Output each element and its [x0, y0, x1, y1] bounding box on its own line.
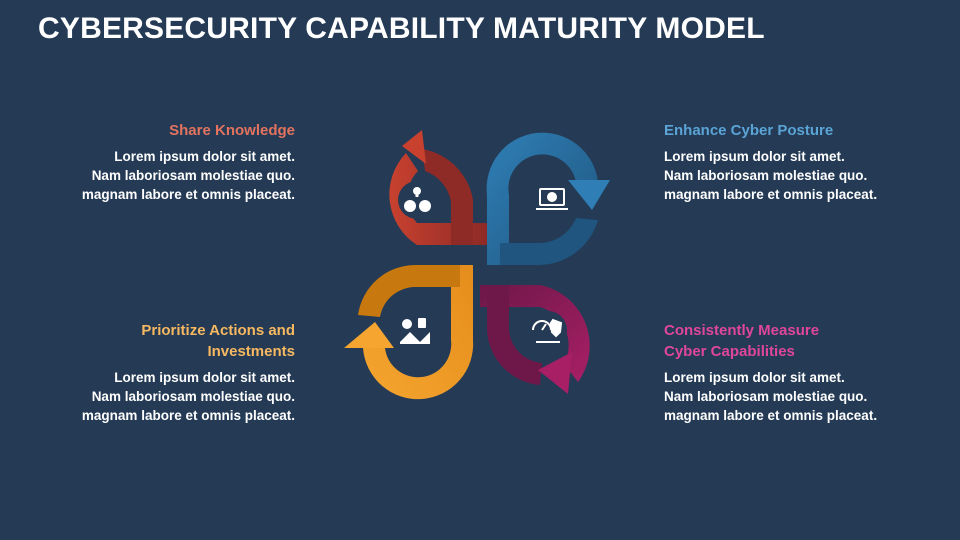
measure-loop-arrowhead	[538, 352, 572, 394]
body-line: Nam laboriosam molestiae quo.	[91, 389, 295, 404]
share-knowledge-block: Share Knowledge Lorem ipsum dolor sit am…	[0, 120, 295, 204]
laptop-virus-icon	[536, 188, 568, 210]
maturity-cycle-diagram	[344, 130, 610, 400]
share-knowledge-loop	[389, 130, 487, 245]
share-knowledge-body: Lorem ipsum dolor sit amet. Nam laborios…	[0, 147, 295, 204]
body-line: Lorem ipsum dolor sit amet.	[114, 370, 295, 385]
prioritize-actions-block: Prioritize Actions and Investments Lorem…	[0, 320, 295, 425]
gauge-shield-icon	[532, 318, 563, 343]
heads-lightbulb-icon	[404, 187, 431, 212]
heading-line: Consistently Measure	[664, 322, 820, 339]
body-line: Nam laboriosam molestiae quo.	[664, 389, 868, 404]
share-loop-band	[389, 153, 487, 245]
prioritize-actions-loop	[344, 265, 474, 400]
heading-line: Enhance Cyber Posture	[664, 122, 834, 139]
consistently-measure-block: Consistently Measure Cyber Capabilities …	[664, 320, 960, 425]
enhance-loop-arrowhead	[568, 180, 610, 210]
prioritize-actions-heading: Prioritize Actions and Investments	[0, 320, 295, 362]
body-line: Lorem ipsum dolor sit amet.	[114, 149, 295, 164]
measure-loop-band	[487, 285, 542, 385]
body-line: Nam laboriosam molestiae quo.	[91, 168, 295, 183]
body-line: Lorem ipsum dolor sit amet.	[664, 149, 845, 164]
body-line: Lorem ipsum dolor sit amet.	[664, 370, 845, 385]
page-title: CYBERSECURITY CAPABILITY MATURITY MODEL	[38, 12, 765, 45]
heading-line: Cyber Capabilities	[664, 343, 795, 360]
body-line: Nam laboriosam molestiae quo.	[664, 168, 868, 183]
prioritize-loop-arrowhead	[344, 322, 394, 348]
consistently-measure-loop	[480, 285, 590, 394]
measure-loop-band	[480, 285, 590, 382]
share-loop-band	[422, 149, 473, 245]
share-knowledge-heading: Share Knowledge	[0, 120, 295, 141]
heading-line: Investments	[207, 343, 295, 360]
consistently-measure-body: Lorem ipsum dolor sit amet. Nam laborios…	[664, 368, 960, 425]
prioritize-loop-band	[363, 265, 474, 400]
enhance-cyber-posture-heading: Enhance Cyber Posture	[664, 120, 960, 141]
enhance-posture-loop	[486, 132, 610, 265]
body-line: magnam labore et omnis placeat.	[81, 408, 295, 423]
enhance-cyber-posture-body: Lorem ipsum dolor sit amet. Nam laborios…	[664, 147, 960, 204]
body-line: magnam labore et omnis placeat.	[664, 187, 878, 202]
body-line: magnam labore et omnis placeat.	[81, 187, 295, 202]
prioritize-loop-band	[358, 265, 460, 317]
heading-line: Prioritize Actions and	[141, 322, 295, 339]
measure-icon-circle	[529, 311, 567, 349]
body-line: magnam labore et omnis placeat.	[664, 408, 878, 423]
prioritize-actions-body: Lorem ipsum dolor sit amet. Nam laborios…	[0, 368, 295, 425]
enhance-loop-band	[500, 218, 598, 265]
enhance-cyber-posture-block: Enhance Cyber Posture Lorem ipsum dolor …	[664, 120, 960, 204]
consistently-measure-heading: Consistently Measure Cyber Capabilities	[664, 320, 960, 362]
share-icon-circle	[398, 181, 436, 219]
share-loop-arrowhead	[402, 130, 426, 164]
gear-money-icon	[400, 318, 430, 344]
enhance-loop-band	[486, 132, 598, 265]
heading-line: Share Knowledge	[169, 122, 295, 139]
